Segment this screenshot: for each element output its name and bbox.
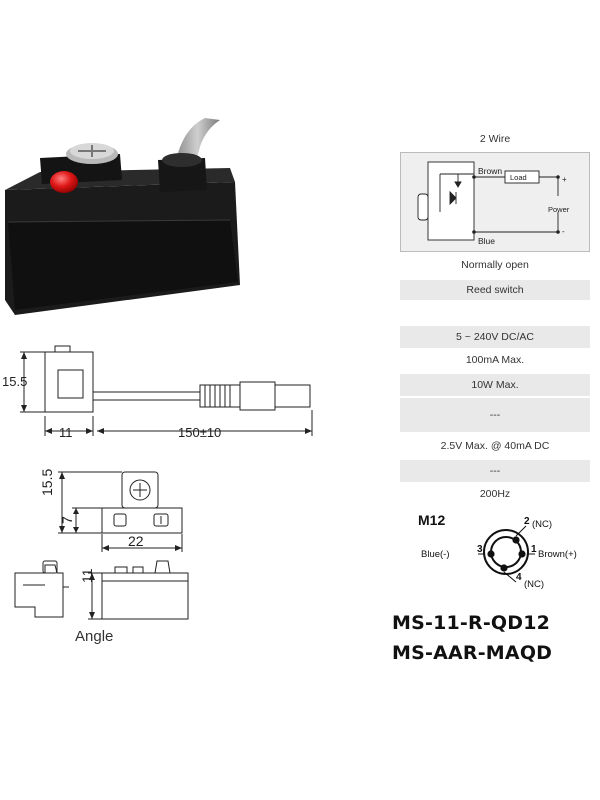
pin-2-number: 2	[524, 516, 530, 527]
angle-view-drawing: 11	[14, 560, 189, 620]
model-number-2: MS-AAR-MAQD	[392, 642, 553, 664]
spec-row: 100mA Max.	[465, 354, 525, 366]
spec-row: 200Hz	[479, 488, 511, 500]
spec-row: ---	[400, 460, 590, 482]
height-dimension: 15.5	[2, 374, 27, 389]
power-label: Power	[548, 205, 570, 214]
spec-row: 10W Max.	[400, 374, 590, 396]
plus-terminal: +	[562, 175, 567, 184]
wire-blue-label: Blue	[478, 236, 495, 246]
pin-1-label: Brown(+)	[538, 549, 577, 560]
spec-row: ---	[400, 398, 590, 432]
body-length-dimension: 11	[59, 425, 73, 440]
pin-1-number: 1	[531, 544, 537, 555]
connector-title: M12	[418, 512, 446, 528]
side-view-drawing: 15.5 11 150±10	[2, 345, 313, 440]
width-dimension: 22	[128, 533, 144, 549]
pin-4-number: 4	[516, 572, 522, 583]
mount-height-dimension: 7	[59, 516, 75, 524]
spec-row: Reed switch	[400, 280, 590, 300]
wiring-diagram: Brown Blue Load Power + -	[400, 152, 590, 252]
model-number-1: MS-11-R-QD12	[392, 612, 551, 634]
cable-length-dimension: 150±10	[178, 425, 221, 440]
wiring-title: 2 Wire	[479, 133, 511, 145]
load-label: Load	[510, 173, 527, 182]
wire-brown-label: Brown	[478, 166, 502, 176]
top-view-drawing: 15.5 7 22	[39, 469, 183, 552]
m12-connector-diagram: 2 (NC) 1 Brown(+) 3 Blue(-) 4 (NC)	[421, 516, 577, 590]
minus-terminal: -	[562, 227, 565, 236]
pin-3-label: Blue(-)	[421, 549, 450, 560]
top-height-dimension: 15.5	[39, 469, 55, 496]
pin-4-label: (NC)	[524, 579, 544, 590]
side-height-dimension: 11	[79, 568, 95, 583]
spec-row: 5 ~ 240V DC/AC	[400, 326, 590, 348]
pin-3-number: 3	[477, 544, 483, 555]
product-photo	[0, 110, 270, 320]
pin-2-label: (NC)	[532, 519, 552, 530]
spec-row: 2.5V Max. @ 40mA DC	[440, 440, 550, 452]
spec-row: Normally open	[461, 259, 529, 271]
angle-caption: Angle	[75, 628, 114, 645]
